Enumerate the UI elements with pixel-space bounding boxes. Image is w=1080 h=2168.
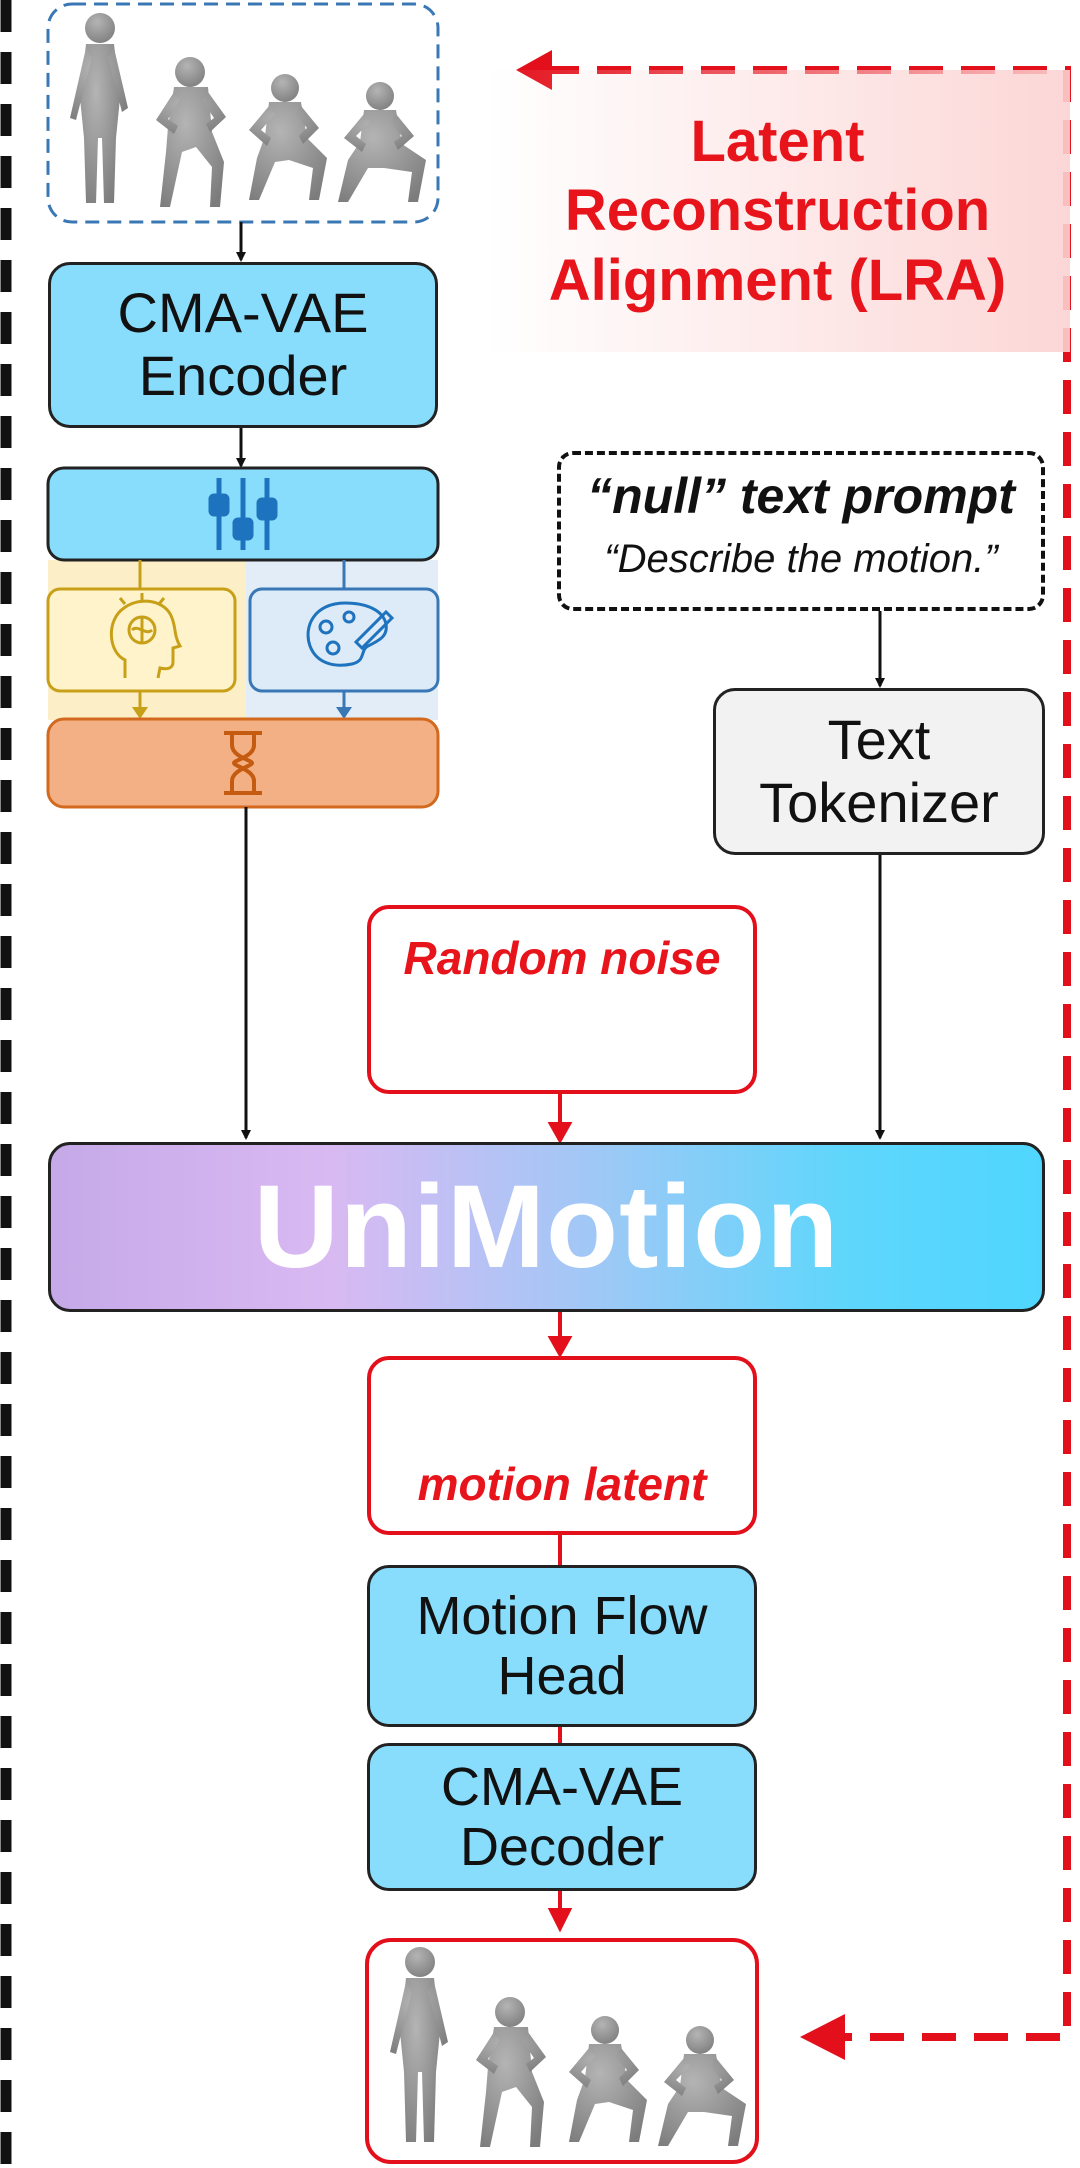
output-human-figures bbox=[390, 1947, 746, 2147]
flow-head-box: Motion Flow Head bbox=[367, 1565, 757, 1727]
motion-latent-box: motion latent bbox=[367, 1356, 757, 1535]
decoder-label: CMA-VAE Decoder bbox=[440, 1756, 684, 1877]
lra-label: Latent Reconstruction Alignment (LRA) bbox=[485, 70, 1070, 352]
input-human-figures bbox=[70, 13, 426, 207]
null-prompt-text: “Describe the motion.” bbox=[604, 537, 998, 581]
output-motion-box bbox=[365, 1938, 759, 2164]
unimotion-label: UniMotion bbox=[253, 1161, 840, 1293]
null-prompt-box: “null” text prompt “Describe the motion.… bbox=[557, 451, 1045, 611]
hourglass-icon bbox=[224, 731, 262, 795]
motion-latent-label: motion latent bbox=[417, 1458, 707, 1510]
lra-arrowhead-bottom bbox=[800, 2014, 845, 2060]
random-noise-label: Random noise bbox=[403, 932, 721, 984]
mix-bar bbox=[46, 717, 440, 809]
input-motion-box bbox=[46, 2, 440, 224]
flow-to-decoder-connector bbox=[558, 1727, 562, 1743]
null-prompt-title: “null” text prompt bbox=[587, 468, 1015, 524]
palette-icon bbox=[306, 601, 395, 667]
sliders-icon bbox=[208, 478, 278, 550]
brain-head-icon bbox=[109, 593, 183, 679]
random-noise-box: Random noise bbox=[367, 905, 757, 1094]
encoder-box: CMA-VAE Encoder bbox=[48, 262, 438, 428]
unimotion-box: UniMotion bbox=[48, 1142, 1045, 1312]
decoder-box: CMA-VAE Decoder bbox=[367, 1743, 757, 1891]
flow-head-label: Motion Flow Head bbox=[416, 1585, 708, 1706]
encoder-label: CMA-VAE Encoder bbox=[117, 281, 369, 407]
tokenizer-label: Text Tokenizer bbox=[759, 707, 999, 834]
tokenizer-box: Text Tokenizer bbox=[713, 688, 1045, 855]
